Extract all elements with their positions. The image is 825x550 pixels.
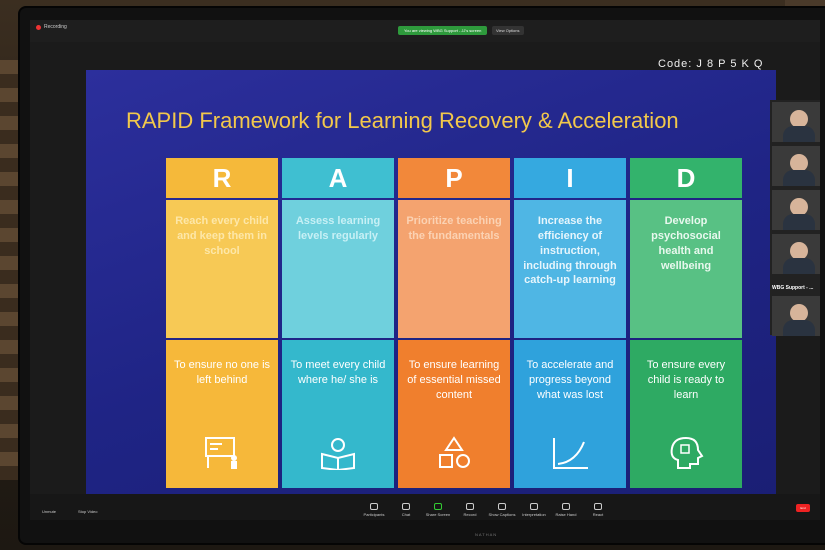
zoom-toolbar: Unmute Stop Video Participants Chat Shar… [30, 494, 820, 520]
stop-video-label: Stop Video [78, 509, 98, 514]
avatar-body [783, 170, 815, 186]
classroom-icon [205, 437, 237, 469]
share-screen-icon [434, 503, 442, 510]
react-button[interactable]: React [584, 503, 612, 517]
avatar [790, 198, 808, 216]
view-options-button[interactable]: View Options [492, 26, 524, 35]
monitor: Recording You are viewing WBG Support - … [20, 8, 825, 543]
captions-button[interactable]: Show Captions [488, 503, 516, 517]
puzzle-head-icon [670, 436, 704, 469]
record-icon [466, 503, 474, 510]
hand-icon [562, 503, 570, 510]
share-screen-button[interactable]: Share Screen [424, 503, 452, 517]
toolbar-label: Interpretation [522, 512, 546, 517]
avatar-body [783, 126, 815, 142]
avatar [790, 242, 808, 260]
record-button[interactable]: Record [456, 503, 484, 517]
participant-tile[interactable] [772, 190, 820, 230]
participant-sidebar: WBG Support - ... [770, 100, 820, 336]
recording-indicator[interactable]: Recording [36, 24, 67, 30]
react-icon [594, 503, 602, 510]
purpose-cell: To ensure learning of essential missed c… [398, 340, 510, 488]
rapid-column-r: R Reach every child and keep them in sch… [166, 158, 278, 488]
goal-cell: Prioritize teaching the fundamentals [398, 200, 510, 338]
globe-icon [530, 503, 538, 510]
avatar [790, 304, 808, 322]
purpose-cell: To accelerate and progress beyond what w… [514, 340, 626, 488]
zoom-topbar: Recording You are viewing WBG Support - … [30, 20, 820, 42]
avatar-body [783, 214, 815, 230]
letter-header: A [282, 158, 394, 198]
raise-hand-button[interactable]: Raise Hand [552, 503, 580, 517]
toolbar-label: React [592, 512, 604, 517]
bookshelf [0, 60, 22, 480]
unmute-button[interactable]: Unmute [42, 509, 56, 514]
letter-header: P [398, 158, 510, 198]
record-dot-icon [36, 24, 41, 30]
viewing-banner: You are viewing WBG Support - JJ's scree… [398, 26, 488, 35]
goal-cell: Develop psychosocial health and wellbein… [630, 200, 742, 338]
purpose-cell: To ensure every child is ready to learn [630, 340, 742, 488]
goal-cell: Reach every child and keep them in schoo… [166, 200, 278, 338]
toolbar-label: Raise Hand [555, 512, 577, 517]
chat-icon [402, 503, 410, 510]
participants-button[interactable]: Participants [360, 503, 388, 517]
captions-icon [498, 503, 506, 510]
letter-header: R [166, 158, 278, 198]
rapid-column-i: I Increase the efficiency of instruction… [514, 158, 626, 488]
toolbar-label: Show Captions [488, 512, 516, 517]
avatar [790, 154, 808, 172]
avatar-body [783, 320, 815, 336]
toolbar-label: Record [463, 512, 477, 517]
purpose-text: To ensure no one is left behind [174, 359, 271, 386]
toolbar-label: Participants [363, 512, 385, 517]
avatar-body [783, 258, 815, 274]
participant-tile[interactable] [772, 146, 820, 186]
meeting-code: Code: J 8 P 5 K Q [658, 58, 764, 70]
participants-icon [370, 503, 378, 510]
purpose-text: To meet every child where he/ she is [290, 359, 386, 386]
avatar [790, 110, 808, 128]
letter-header: D [630, 158, 742, 198]
zoom-window: Recording You are viewing WBG Support - … [30, 20, 820, 520]
participant-tile[interactable] [772, 234, 820, 274]
purpose-text: To accelerate and progress beyond what w… [526, 359, 614, 401]
purpose-cell: To meet every child where he/ she is [282, 340, 394, 488]
goal-cell: Assess learning levels regularly [282, 200, 394, 338]
toolbar-label: Chat [401, 512, 411, 517]
toolbar-label: Share Screen [425, 512, 451, 517]
rapid-column-p: P Prioritize teaching the fundamentals T… [398, 158, 510, 488]
rapid-column-d: D Develop psychosocial health and wellbe… [630, 158, 742, 488]
rapid-column-a: A Assess learning levels regularly To me… [282, 158, 394, 488]
letter-header: I [514, 158, 626, 198]
slide-title: RAPID Framework for Learning Recovery & … [126, 108, 679, 133]
participant-group-label: WBG Support - ... [772, 285, 814, 291]
participant-tile[interactable] [772, 102, 820, 142]
growth-curve-icon [553, 438, 588, 469]
shared-slide: RAPID Framework for Learning Recovery & … [86, 70, 776, 520]
participant-tile[interactable] [772, 296, 820, 336]
rapid-grid: R Reach every child and keep them in sch… [166, 158, 742, 488]
monitor-brand: NATHAN [475, 532, 498, 537]
purpose-text: To ensure every child is ready to learn [646, 359, 726, 401]
purpose-cell: To ensure no one is left behind [166, 340, 278, 488]
end-meeting-button[interactable]: End [796, 504, 810, 512]
goal-cell: Increase the efficiency of instruction, … [514, 200, 626, 338]
interpretation-button[interactable]: Interpretation [520, 503, 548, 517]
stop-video-button[interactable]: Stop Video [78, 509, 98, 514]
purpose-text: To ensure learning of essential missed c… [407, 359, 501, 401]
unmute-label: Unmute [42, 509, 57, 514]
shapes-icon [439, 436, 470, 468]
book-lightbulb-icon [321, 438, 355, 470]
recording-label: Recording [44, 24, 67, 30]
chat-button[interactable]: Chat [392, 503, 420, 517]
